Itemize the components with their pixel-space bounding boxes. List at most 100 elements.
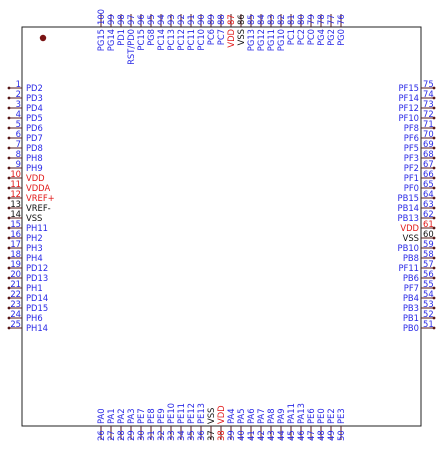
pin-left-7: 7 PD8 (7, 139, 43, 153)
pin-name: PG0 (336, 29, 346, 46)
pin-number: 7 (16, 139, 21, 149)
pin-dot-icon (7, 326, 11, 330)
pin-dot-icon (432, 176, 436, 180)
pin-name: PF15 (398, 83, 419, 93)
pin-dot-icon (7, 226, 11, 230)
pin-number: 95 (146, 14, 156, 25)
pin-number: 99 (106, 14, 116, 25)
pin-number: 42 (256, 430, 266, 441)
pin-number: 20 (10, 269, 21, 279)
pin-name: PD8 (26, 143, 43, 153)
pin-name: PC0 (306, 29, 316, 45)
pin-name: PH9 (26, 163, 43, 173)
pin-name: PG8 (146, 29, 156, 46)
pin-number: 90 (196, 14, 206, 25)
pin-number: 86 (236, 14, 246, 25)
pin-name: PE11 (176, 403, 186, 424)
pin-number: 65 (423, 179, 434, 189)
pin-number: 59 (423, 239, 434, 249)
right-pin-group: 75PF1574PF1473PF1272PF1071PF870PF669PF56… (398, 79, 436, 333)
pin-name: PB15 (398, 193, 419, 203)
pin-number: 15 (10, 219, 21, 229)
pin-name: PF14 (398, 93, 419, 103)
pin-dot-icon (432, 296, 436, 300)
pin-name: PF7 (404, 283, 419, 293)
top-pin-group: 100PG1599PG1498PD197RST/PD096PC1595PG894… (96, 9, 346, 65)
pin-dot-icon (432, 106, 436, 110)
pin-name: PB8 (403, 253, 419, 263)
pin-dot-icon (7, 106, 11, 110)
pin-number: 67 (423, 159, 434, 169)
pin-number: 53 (423, 299, 434, 309)
pin-number: 85 (246, 14, 256, 25)
pin-number: 35 (186, 430, 196, 441)
pin-number: 9 (16, 159, 21, 169)
pin-dot-icon (7, 316, 11, 320)
pin-name: PH11 (26, 223, 48, 233)
pin-name: PA8 (266, 408, 276, 424)
pin-number: 84 (256, 14, 266, 25)
pin-name: PB14 (398, 203, 419, 213)
pin-number: 72 (423, 109, 434, 119)
pin-number: 80 (296, 14, 306, 25)
pin-number: 50 (336, 430, 346, 441)
pin-name: PH8 (26, 153, 43, 163)
pin-number: 19 (10, 259, 21, 269)
pin-number: 91 (186, 14, 196, 25)
pin-name: VDD (226, 29, 236, 48)
pin-right-75: 75 PF15 (398, 79, 436, 93)
pin-name: PF3 (404, 153, 419, 163)
pin-number: 62 (423, 209, 434, 219)
pin-name: PC7 (216, 29, 226, 45)
pin-number: 75 (423, 79, 434, 89)
pin-number: 28 (116, 430, 126, 441)
pin-number: 10 (10, 169, 21, 179)
pin-name: PE13 (196, 403, 206, 424)
pin-name: PH6 (26, 313, 43, 323)
pin-number: 60 (423, 229, 434, 239)
pin-name: PG14 (106, 29, 116, 51)
pin-number: 70 (423, 129, 434, 139)
pin-name: VSS (403, 233, 419, 243)
pin-number: 23 (10, 299, 21, 309)
pin-name: VDD (26, 173, 45, 183)
pin-name: PF2 (404, 163, 419, 173)
pin-number: 5 (16, 119, 21, 129)
pin-name: VREF- (26, 203, 51, 213)
pin-name: VSS (26, 213, 42, 223)
pin-name: PC14 (156, 29, 166, 51)
pin-left-15: 15 PH11 (7, 219, 48, 233)
pin-name: PB1 (403, 313, 419, 323)
pin-name: PE10 (166, 403, 176, 424)
pin-name: PA6 (246, 408, 256, 424)
pin-number: 49 (326, 430, 336, 441)
pin-name: PD4 (26, 103, 43, 113)
pin-number: 40 (236, 430, 246, 441)
